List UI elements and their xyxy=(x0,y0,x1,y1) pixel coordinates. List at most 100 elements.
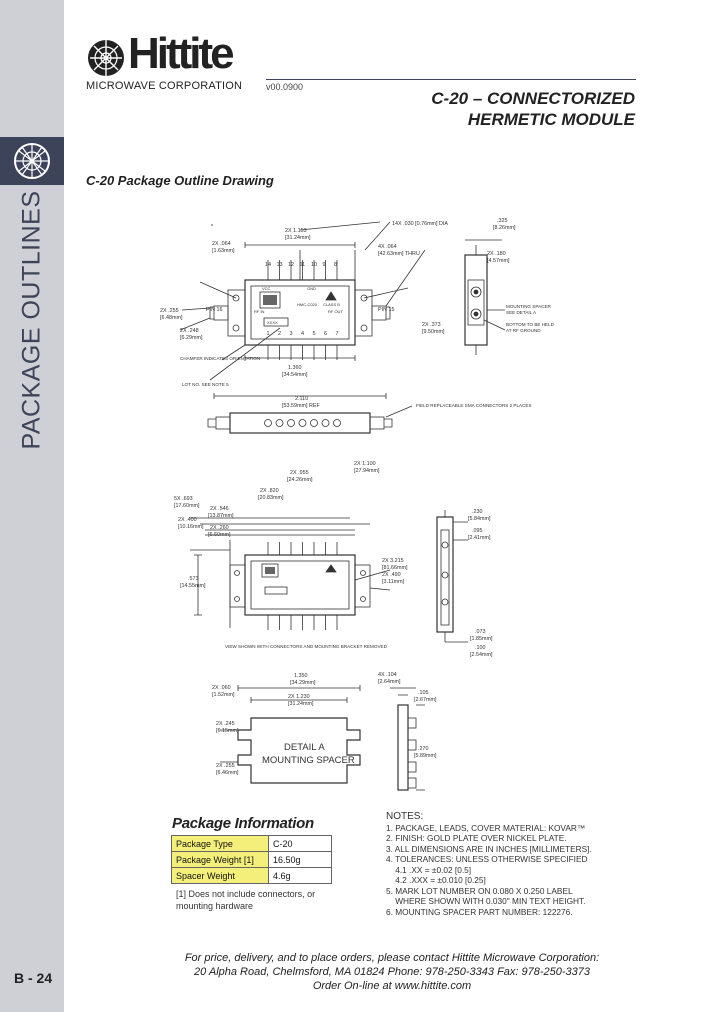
dim-073: .073 xyxy=(475,629,486,635)
dim-2x-820: 2X .820 xyxy=(260,488,279,494)
pin-number-top: 8 xyxy=(334,262,337,268)
dim-325: .325 xyxy=(497,218,508,224)
dim-2x-1230-mm: [31.24mm] xyxy=(288,701,314,707)
side-lead-circle xyxy=(264,419,272,427)
dim-2x-060: 2X .060 xyxy=(212,685,231,691)
dim-4x-104: 4X .104 xyxy=(378,672,397,678)
dim-270-mm: [5.89mm] xyxy=(414,753,437,759)
dim-2x-060-mm: [1.52mm] xyxy=(212,692,235,698)
pin-number-top: 10 xyxy=(311,262,317,268)
dim-2x-064-mm: [1.63mm] xyxy=(212,248,235,254)
pin-number-bottom: 7 xyxy=(336,331,339,337)
header-rule xyxy=(266,79,636,80)
side-lead-circle xyxy=(275,419,284,427)
section-heading: C-20 Package Outline Drawing xyxy=(86,173,274,188)
bottom-note: BOTTOM TO BE HELD xyxy=(506,322,555,327)
spacer-weight-key: Spacer Weight xyxy=(171,867,269,884)
dim-2x-255-detail-mm: [6.46mm] xyxy=(216,770,239,776)
dim-2x-1153: 2X 1.153 xyxy=(285,228,307,234)
rfin-label: RF IN xyxy=(254,309,265,314)
pin-left-label: PIN 16 xyxy=(206,307,222,313)
dim-2x-1100: 2X 1.100 xyxy=(354,461,376,467)
version-label: v00.0900 xyxy=(266,82,304,92)
dim-2110-mm: [53.59mm] REF xyxy=(282,403,320,409)
pin-number-bottom: 4 xyxy=(301,331,304,337)
dim-1350: 1.350 xyxy=(294,673,308,679)
package-footnote: [1] Does not include connectors, or moun… xyxy=(176,889,316,911)
dim-2x-248-mm: [6.29mm] xyxy=(180,335,203,341)
side-lead-circle xyxy=(298,419,307,427)
dim-14x: 14X .030 [0.76mm] DIA xyxy=(392,221,448,227)
notes-block: NOTES: 1. PACKAGE, LEADS, COVER MATERIAL… xyxy=(386,811,592,917)
package-info-table: Package Type C-20 Package Weight [1] 16.… xyxy=(171,835,332,884)
section-tab xyxy=(0,137,64,185)
dim-2x-955: 2X .955 xyxy=(290,470,309,476)
note-item: 1. PACKAGE, LEADS, COVER MATERIAL: KOVAR… xyxy=(386,822,586,833)
detail-a-label2: MOUNTING SPACER xyxy=(262,755,355,766)
page-number: B - 24 xyxy=(14,970,53,986)
pin-number-top: 9 xyxy=(323,262,326,268)
dim-2x-255: 2X .255 xyxy=(160,308,179,314)
side-lead-circle xyxy=(321,419,330,427)
dim-073-mm: [1.85mm] xyxy=(470,636,493,642)
dim-573-mm: [14.55mm] xyxy=(180,583,206,589)
dim-2x-820-mm: [20.83mm] xyxy=(258,495,284,501)
spacer-note2: SEE DETAIL A xyxy=(506,310,537,315)
package-weight-key: Package Weight [1] xyxy=(171,851,269,868)
dim-5x-693: 5X .693 xyxy=(174,496,193,502)
detail-a-view xyxy=(220,685,425,791)
dim-4x-064: 4X .064 xyxy=(378,244,397,250)
footer-website-link[interactable]: Order On-line at www.hittite.com xyxy=(312,980,472,992)
dim-2x-373-mm: [9.50mm] xyxy=(422,329,445,335)
page-title-line2: HERMETIC MODULE xyxy=(467,110,635,129)
dim-095-mm: [2.41mm] xyxy=(468,535,491,541)
pin-number-top: 13 xyxy=(277,262,283,268)
dim-100: .100 xyxy=(475,645,486,651)
dim-2x-3215-mm: [81.66mm] xyxy=(382,565,408,571)
sidebar: PACKAGE OUTLINES xyxy=(0,0,64,1012)
dim-1360-mm: [34.54mm] xyxy=(282,372,308,378)
dim-1350-mm: [34.29mm] xyxy=(290,680,316,686)
bottom-note2: AT RF GROUND xyxy=(506,328,541,333)
globe-icon xyxy=(14,143,50,179)
note-item: 4.2 .XXX = ±0.010 [0.25] xyxy=(386,875,486,885)
side-view xyxy=(207,393,413,434)
chamfer-note: CHAMFER INDICATES ORIENTATION xyxy=(180,356,260,361)
pin-number-top: 12 xyxy=(288,262,294,268)
package-weight-value: 16.50g xyxy=(268,851,332,868)
dim-2110: 2.110 xyxy=(295,396,308,402)
dim-2x-180-mm: [4.57mm] xyxy=(487,258,510,264)
note-item: 3. ALL DIMENSIONS ARE IN INCHES [MILLIME… xyxy=(386,843,592,854)
dim-2x-490: 2X .490 xyxy=(382,572,401,578)
dim-2x-248: 2X .248 xyxy=(180,328,199,334)
dim-2x-245: 2X .245 xyxy=(216,721,235,727)
detail-a-label: DETAIL A xyxy=(284,742,325,753)
dim-4x-104-mm: [2.64mm] xyxy=(378,679,401,685)
dim-2x-1100-mm: [27.94mm] xyxy=(354,468,380,474)
note-item: 6. MOUNTING SPACER PART NUMBER: 122276. xyxy=(386,906,573,917)
table-row: Package Weight [1] 16.50g xyxy=(171,851,332,868)
right-view-top xyxy=(464,239,506,355)
logo-subtitle: MICROWAVE CORPORATION xyxy=(86,80,243,92)
pin-label-vcc: VCC xyxy=(262,286,271,291)
dim-230: .230 xyxy=(472,509,483,515)
dim-2x-1230: 2X 1.230 xyxy=(288,694,310,700)
dim-095: .095 xyxy=(472,528,483,534)
side-lead-circle xyxy=(287,419,295,427)
dim-2x-400-mm: [10.16mm] xyxy=(178,524,204,530)
dim-2x-546: 2X .546 xyxy=(210,506,229,512)
table-row: Spacer Weight 4.6g xyxy=(171,867,332,884)
part-label: HMC-C020 xyxy=(297,302,318,307)
hittite-logo-icon xyxy=(88,40,124,76)
pin-label-gnd: GND xyxy=(307,286,316,291)
pin-number-top: 11 xyxy=(300,262,306,268)
page-title-line1: C-20 – CONNECTORIZED xyxy=(431,89,635,108)
table-row: Package Type C-20 xyxy=(171,835,332,852)
note-item: WHERE SHOWN WITH 0.030" MIN TEXT HEIGHT. xyxy=(386,896,586,906)
dim-100-mm: [2.54mm] xyxy=(470,652,493,658)
lot-note: LOT NO. SEE NOTE 5 xyxy=(182,382,229,387)
pin-number-bottom: 5 xyxy=(313,331,316,337)
dim-2x-373: 2X .373 xyxy=(422,322,441,328)
note-item: 2. FINISH: GOLD PLATE OVER NICKEL PLATE. xyxy=(386,833,567,843)
dim-2x-400: 2X .400 xyxy=(178,517,197,523)
